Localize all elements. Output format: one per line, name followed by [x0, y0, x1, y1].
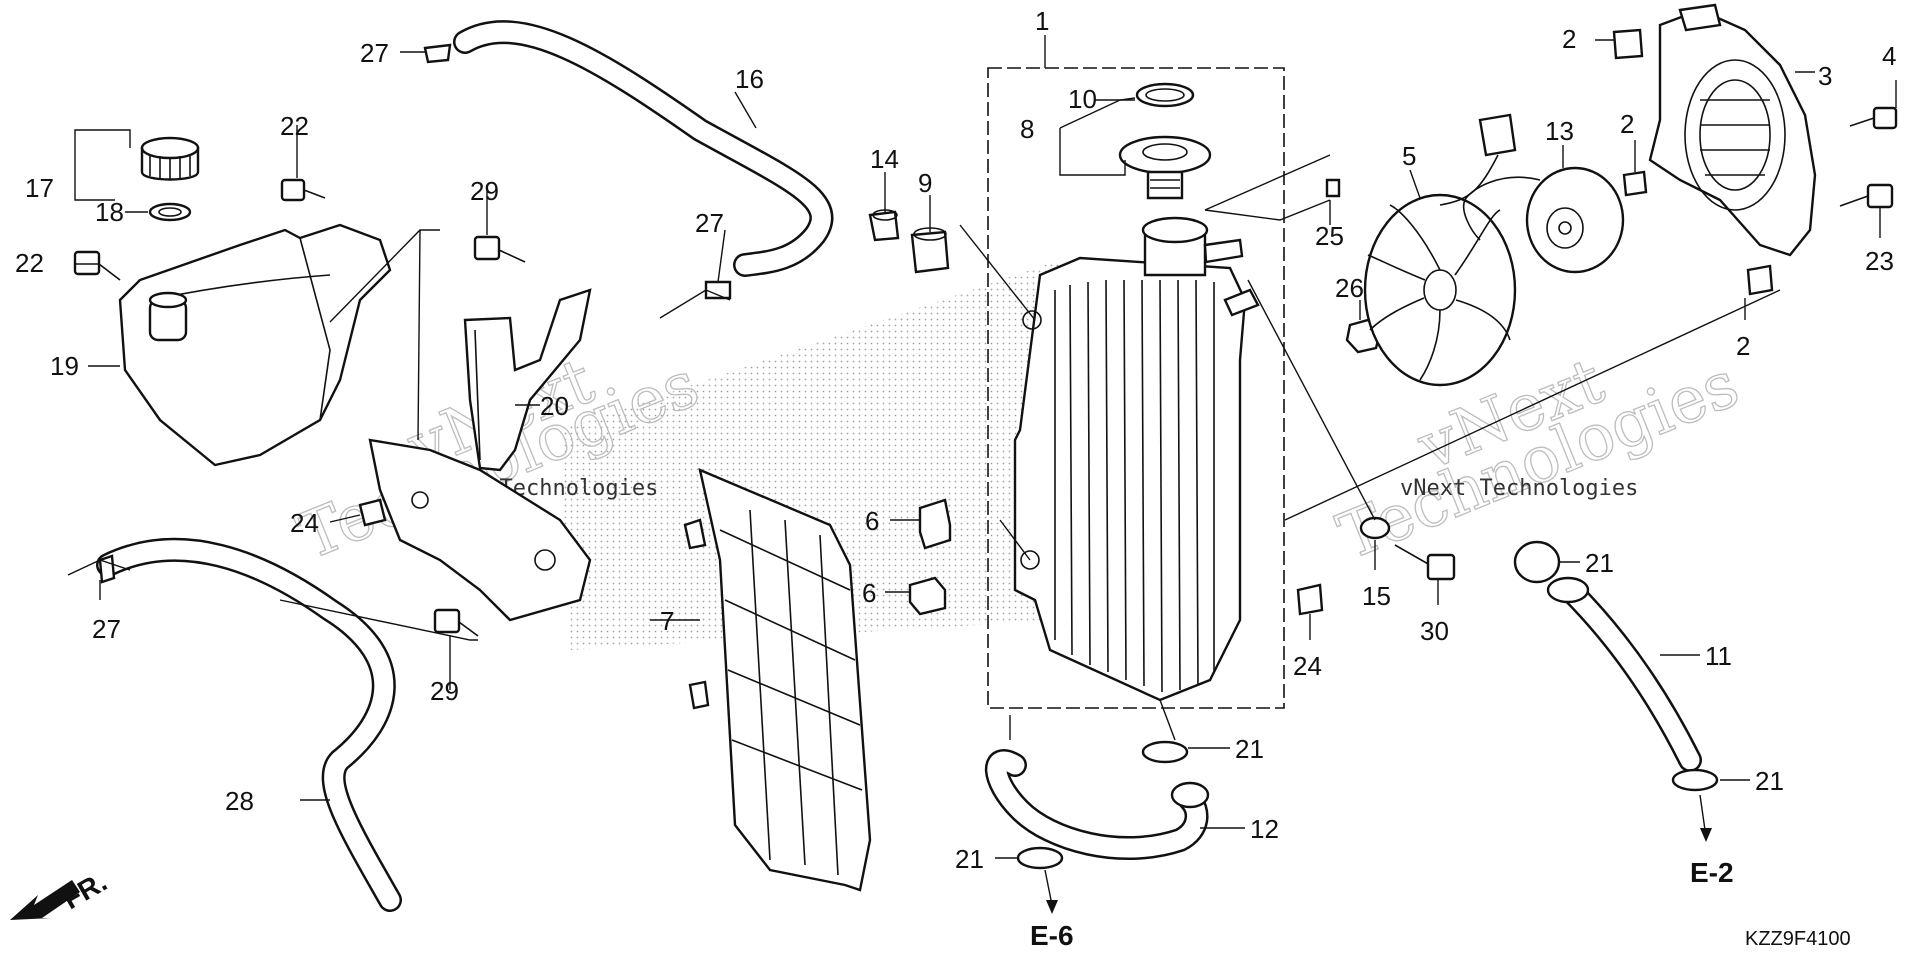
- reserve-tank-19: [118, 223, 392, 467]
- callout-12: 12: [1250, 814, 1279, 844]
- callout-4: 4: [1882, 41, 1896, 71]
- drain-hose-28: [96, 537, 402, 912]
- bolt-4: [1849, 106, 1898, 130]
- tank-bracket-20: [463, 288, 592, 472]
- radiator-cap-8: [1118, 135, 1212, 200]
- callout-8: 8: [1020, 114, 1034, 144]
- overflow-hose-16: [453, 20, 834, 277]
- svg-text:FR.: FR.: [58, 866, 113, 915]
- clip-2-c: [1746, 264, 1774, 296]
- callout-9: 9: [918, 168, 932, 198]
- clamp-27-mid: [704, 280, 732, 300]
- callout-6-b: 6: [862, 578, 876, 608]
- callout-17: 17: [25, 173, 54, 203]
- cap-washer-18: [148, 202, 192, 222]
- reserve-tank-cap-17: [140, 136, 200, 181]
- callout-19: 19: [50, 351, 79, 381]
- bolt-23: [1839, 183, 1894, 209]
- callout-2-a: 2: [1562, 24, 1576, 54]
- callout-6-a: 6: [865, 506, 879, 536]
- callout-24-a: 24: [290, 508, 319, 538]
- radiator-assembly-frame: [987, 35, 1285, 709]
- collar-9: [910, 227, 950, 274]
- callout-10: 10: [1068, 84, 1097, 114]
- clip-2-b: [1622, 170, 1648, 197]
- callout-20: 20: [540, 391, 569, 421]
- hose-clamp-21-bottom-left: [1016, 846, 1064, 870]
- radiator-filler-neck: [1141, 216, 1260, 317]
- callout-labels: 1 2 2 2 3 4 5 6 6 7 8 9 10 11 12 13 14 1…: [15, 6, 1896, 874]
- radiator-hose-11: [1546, 576, 1702, 772]
- watermark-right: vNext Technologies vNext Technologies: [1328, 344, 1750, 576]
- callout-21-d: 21: [955, 844, 984, 874]
- callout-30: 30: [1420, 616, 1449, 646]
- callout-5: 5: [1402, 141, 1416, 171]
- bolt-22-b: [73, 250, 121, 281]
- cap-washer-18-inner: [158, 207, 182, 217]
- bolt-29-a: [473, 235, 526, 263]
- callout-18: 18: [95, 197, 124, 227]
- leader-lines: [67, 39, 1897, 906]
- svg-text:vNext Technologies: vNext Technologies: [1400, 476, 1638, 501]
- bolt-22-a: [280, 178, 326, 202]
- callout-16: 16: [735, 64, 764, 94]
- fan-shroud-3: [1648, 3, 1817, 257]
- callout-29-b: 29: [430, 676, 459, 706]
- diagram-code: KZZ9F4100: [1745, 928, 1851, 950]
- callout-7: 7: [660, 606, 674, 636]
- clip-24-right: [1296, 583, 1324, 616]
- callout-22-b: 22: [15, 248, 44, 278]
- clamp-27-top: [423, 43, 452, 64]
- callout-27-c: 27: [92, 614, 121, 644]
- shading-pattern: [560, 260, 1060, 650]
- callout-2-c: 2: [1736, 331, 1750, 361]
- callout-21-c: 21: [1755, 766, 1784, 796]
- callout-3: 3: [1818, 61, 1832, 91]
- ref-e2: E-2: [1690, 828, 1734, 888]
- callout-15: 15: [1362, 581, 1391, 611]
- screw-25: [1325, 178, 1341, 198]
- radiator-shroud-7: [683, 467, 872, 892]
- callout-21-b: 21: [1235, 734, 1264, 764]
- callout-1: 1: [1035, 6, 1049, 36]
- rubber-mount-6-b: [908, 576, 947, 616]
- callout-27-a: 27: [360, 38, 389, 68]
- callout-11: 11: [1705, 641, 1732, 671]
- radiator-hose-12: [984, 749, 1210, 861]
- ref-e6: E-6: [1030, 900, 1074, 951]
- callout-22-a: 22: [280, 111, 309, 141]
- bolt-29-b: [433, 608, 479, 637]
- callout-26: 26: [1335, 273, 1364, 303]
- fan-motor-13: [1439, 113, 1625, 274]
- rubber-mount-6-a: [918, 498, 952, 550]
- hose-clamp-21-lower-right: [1671, 768, 1719, 792]
- callout-14: 14: [870, 144, 899, 174]
- callout-2-b: 2: [1620, 109, 1634, 139]
- hose-clamp-21-upper-right: [1513, 540, 1561, 584]
- hose-clamp-21-bottom-center: [1141, 740, 1189, 764]
- cap-seal-10-inner: [1145, 88, 1185, 102]
- callout-29-a: 29: [470, 176, 499, 206]
- cap-seal-10: [1135, 82, 1195, 108]
- callout-27-b: 27: [695, 208, 724, 238]
- svg-text:E-2: E-2: [1690, 857, 1734, 888]
- clip-24-left: [358, 498, 387, 527]
- callout-24-b: 24: [1293, 651, 1322, 681]
- callout-25: 25: [1315, 221, 1344, 251]
- callout-23: 23: [1865, 246, 1894, 276]
- grommet-14: [868, 209, 900, 242]
- callout-13: 13: [1545, 116, 1574, 146]
- washer-15: [1359, 516, 1391, 540]
- callout-28: 28: [225, 786, 254, 816]
- callout-21-a: 21: [1585, 548, 1614, 578]
- cooling-fan-5: [1363, 193, 1517, 387]
- bolt-30: [1394, 544, 1456, 581]
- radiator-core-1: [1013, 256, 1247, 702]
- front-direction-arrow: FR.: [10, 866, 112, 920]
- clip-2-a: [1612, 28, 1644, 60]
- mount-bracket: [368, 438, 592, 622]
- clamp-27-low: [98, 554, 116, 584]
- svg-text:E-6: E-6: [1030, 920, 1074, 951]
